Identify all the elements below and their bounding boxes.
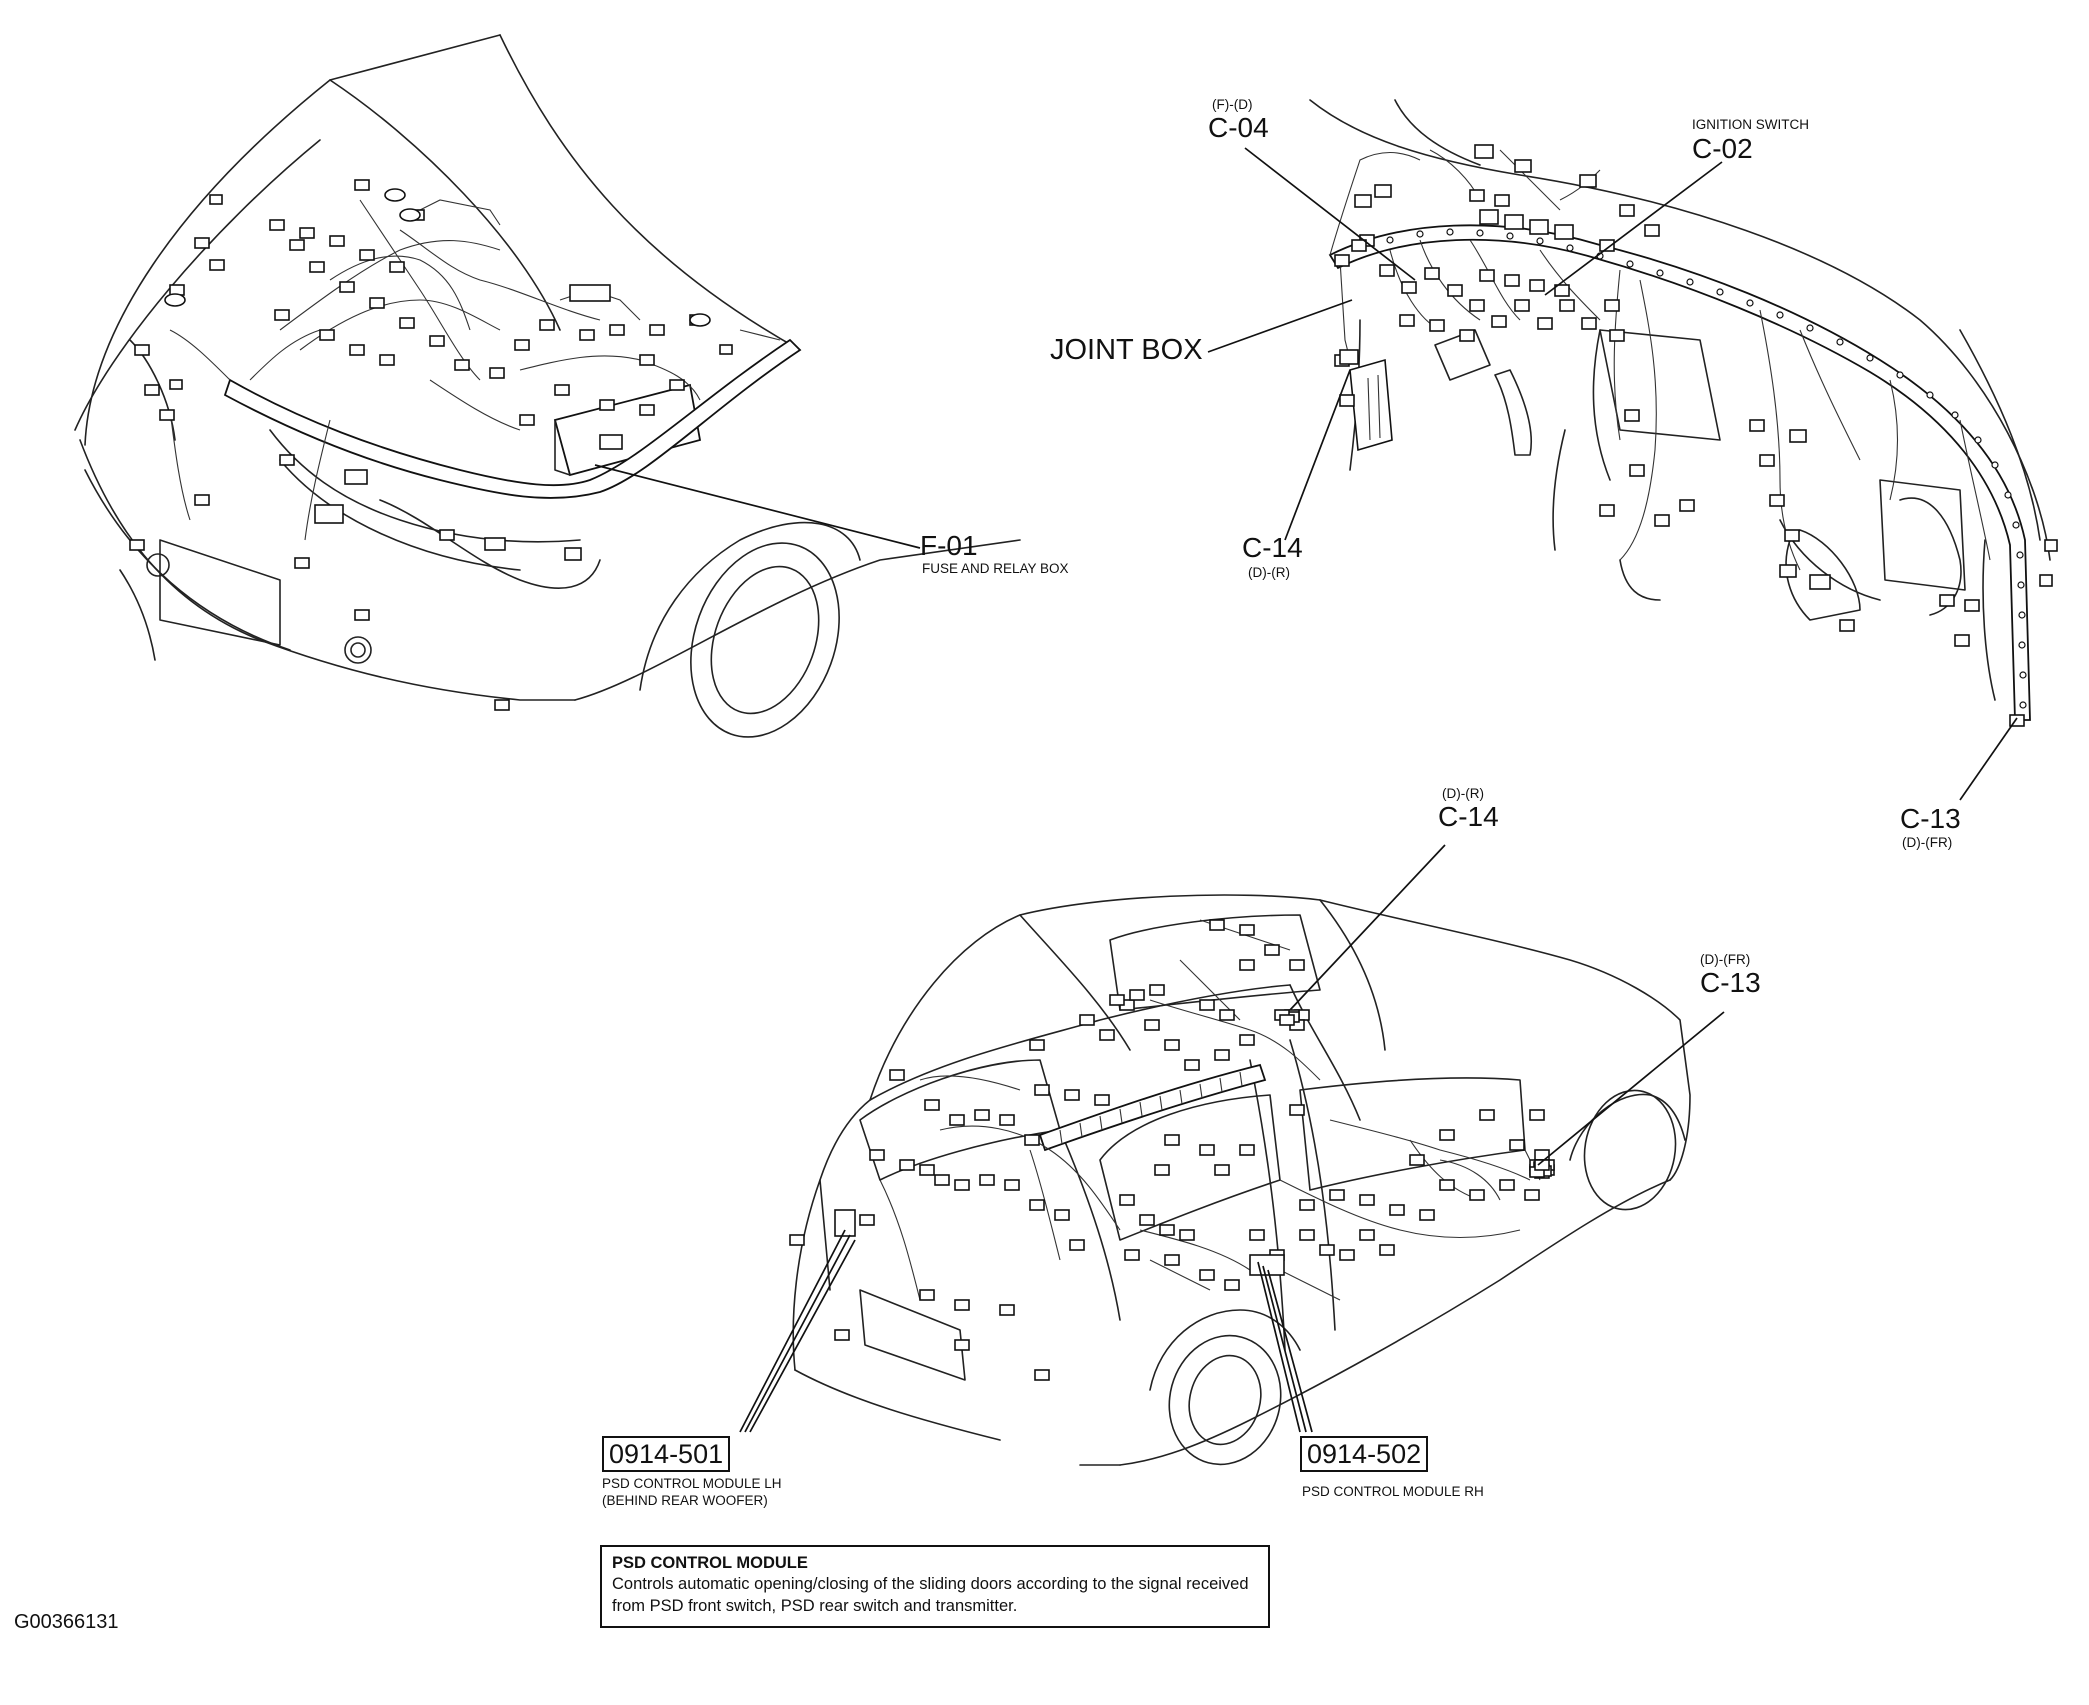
c13-bottom-label: C-13 <box>1700 967 1761 998</box>
psd-rh-desc: PSD CONTROL MODULE RH <box>1302 1484 1484 1499</box>
c13-bottom-pos: (D)-(FR) <box>1700 952 1751 967</box>
c14-bottom-label: C-14 <box>1438 801 1499 832</box>
minivan-view <box>789 894 1691 1466</box>
c14-top-label: C-14 <box>1242 532 1303 563</box>
c14-top-pos: (D)-(R) <box>1248 565 1290 580</box>
dashboard-view <box>1309 99 2058 727</box>
c04-pos: (F)-(D) <box>1212 97 1253 112</box>
psd-rh-code-box: 0914-502 <box>1300 1436 1429 1472</box>
figure-id: G00366131 <box>14 1611 119 1633</box>
f01-desc: FUSE AND RELAY BOX <box>922 561 1069 576</box>
engine-bay-view <box>74 34 1021 738</box>
c13-top-pos: (D)-(FR) <box>1902 835 1953 850</box>
f01-label: F-01 <box>920 530 978 561</box>
psd-note-box: PSD CONTROL MODULE Controls automatic op… <box>600 1545 1270 1628</box>
c02-desc: IGNITION SWITCH <box>1692 117 1809 132</box>
psd-lh-code-box: 0914-501 <box>602 1436 731 1472</box>
c14-bottom-pos: (D)-(R) <box>1442 786 1484 801</box>
c13-top-label: C-13 <box>1900 803 1961 834</box>
note-body: Controls automatic opening/closing of th… <box>612 1575 1249 1615</box>
leader-lines <box>594 147 2018 1433</box>
c04-label: C-04 <box>1208 112 1269 143</box>
joint-box-label: JOINT BOX <box>1050 334 1203 366</box>
note-title: PSD CONTROL MODULE <box>612 1554 808 1572</box>
psd-lh-location: (BEHIND REAR WOOFER) <box>602 1493 768 1508</box>
psd-lh-desc: PSD CONTROL MODULE LH <box>602 1476 782 1491</box>
c02-label: C-02 <box>1692 133 1753 164</box>
